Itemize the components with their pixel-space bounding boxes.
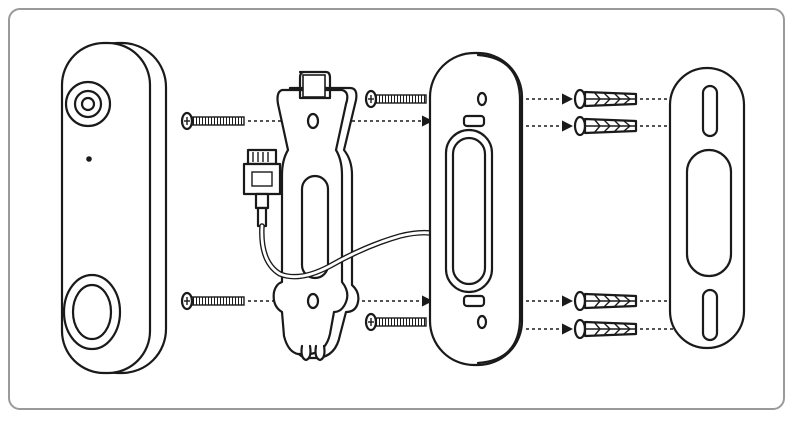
wall-anchor-4 xyxy=(575,320,636,338)
doorbell-unit xyxy=(62,43,166,373)
plate-screw-bottom xyxy=(366,314,426,330)
wall-anchor-3 xyxy=(575,292,636,310)
mounting-bracket xyxy=(274,72,359,360)
wall-anchor-2 xyxy=(575,117,636,135)
wall-anchor-1 xyxy=(575,90,636,108)
cable-connector xyxy=(244,150,280,226)
plate-screw-top xyxy=(366,91,426,107)
bracket-screw-top xyxy=(182,113,244,129)
doorbell-button-icon xyxy=(64,275,120,349)
wall-template xyxy=(670,68,744,348)
angled-wedge-plate xyxy=(430,53,522,365)
bracket-screw-bottom xyxy=(182,293,244,309)
camera-lens-icon xyxy=(66,82,110,126)
sensor-dot xyxy=(86,156,92,162)
